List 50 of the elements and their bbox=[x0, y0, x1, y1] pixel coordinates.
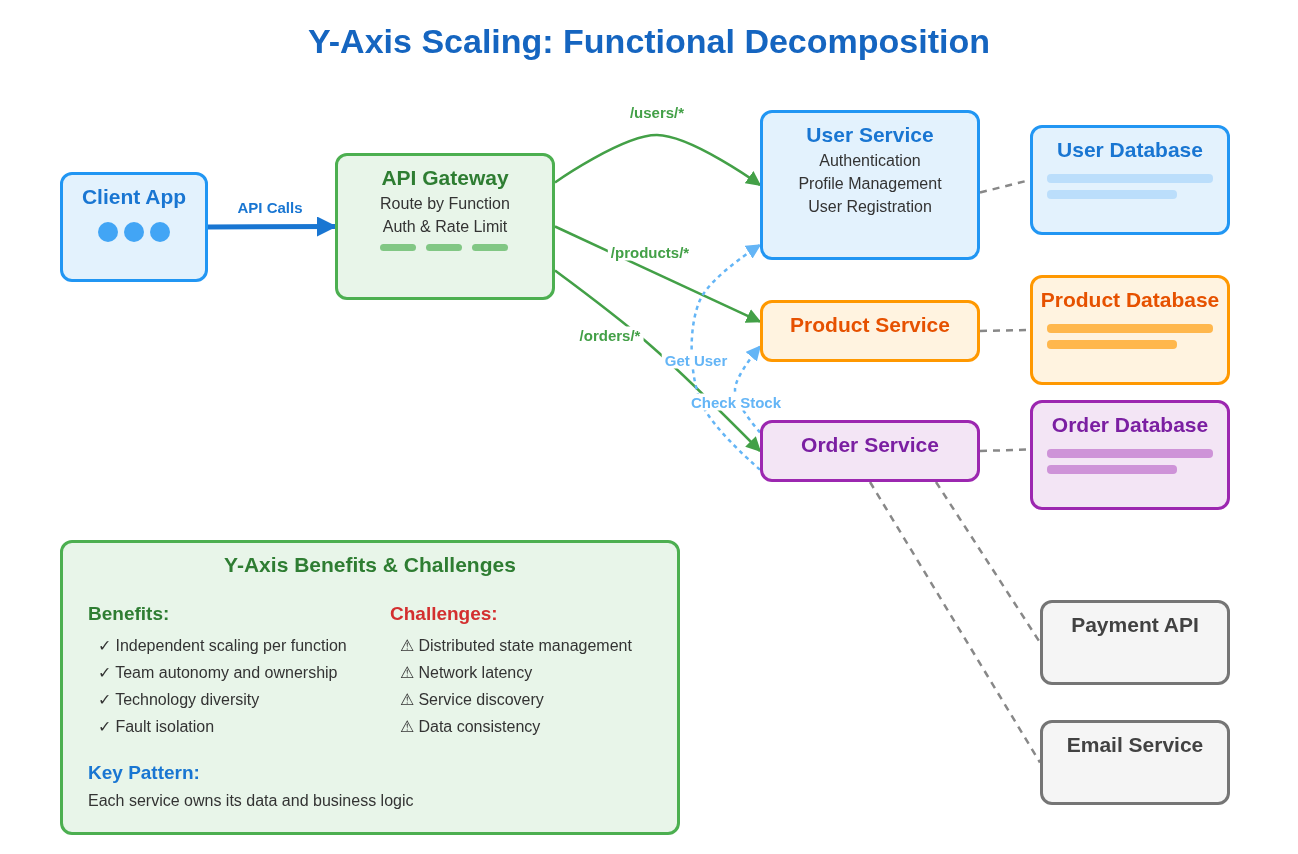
node-text: User Registration bbox=[808, 198, 932, 216]
note-text: ⚠ Data consistency bbox=[400, 717, 541, 736]
edge-label: Get User bbox=[661, 351, 731, 369]
gateway-box bbox=[335, 153, 555, 300]
node-title: Order Service bbox=[801, 433, 939, 457]
note-text: ✓ Independent scaling per function bbox=[98, 636, 347, 655]
external-service-box bbox=[1040, 720, 1230, 805]
note-text: ✓ Team autonomy and ownership bbox=[98, 663, 338, 682]
node-text: Route by Function bbox=[380, 195, 510, 213]
node-text: Auth & Rate Limit bbox=[382, 218, 508, 236]
database-box bbox=[1030, 275, 1230, 385]
arrow bbox=[554, 225, 762, 323]
dashed-connector bbox=[690, 243, 762, 471]
section-heading: Challenges: bbox=[390, 603, 498, 625]
edge-label: Check Stock bbox=[688, 393, 784, 411]
node-title: API Gateway bbox=[381, 166, 509, 190]
note-text: ⚠ Distributed state management bbox=[400, 636, 632, 655]
note-text: ✓ Technology diversity bbox=[98, 690, 260, 709]
node-text: Profile Management bbox=[798, 175, 942, 193]
dashed-connector bbox=[733, 345, 761, 434]
node-title: User Service bbox=[806, 123, 934, 147]
node-title: Order Database bbox=[1051, 413, 1209, 437]
node-title: Payment API bbox=[1071, 613, 1199, 637]
info-panel bbox=[60, 540, 680, 835]
dashed-connector bbox=[868, 481, 1042, 764]
service-box bbox=[760, 300, 980, 362]
node-title: Product Service bbox=[790, 313, 950, 337]
note-text: ⚠ Service discovery bbox=[400, 690, 544, 709]
note-text: Each service owns its data and business logic bbox=[88, 792, 414, 810]
database-box bbox=[1030, 400, 1230, 510]
external-service-box bbox=[1040, 600, 1230, 685]
section-heading: Key Pattern: bbox=[88, 762, 200, 784]
client-box bbox=[60, 172, 208, 282]
node-title: User Database bbox=[1057, 138, 1203, 162]
node-text: Authentication bbox=[819, 152, 921, 170]
node-title: Product Database bbox=[1040, 288, 1220, 312]
section-heading: Benefits: bbox=[88, 603, 170, 625]
dashed-connector bbox=[934, 481, 1042, 644]
node-title: Email Service bbox=[1066, 733, 1204, 757]
arrow bbox=[554, 133, 762, 187]
database-box bbox=[1030, 125, 1230, 235]
note-text: ✓ Fault isolation bbox=[98, 717, 215, 736]
arrow bbox=[208, 216, 337, 237]
node-title: Y-Axis Benefits & Challenges bbox=[224, 553, 516, 577]
service-box bbox=[760, 420, 980, 482]
service-box bbox=[760, 110, 980, 260]
note-text: ⚠ Network latency bbox=[400, 663, 533, 682]
node-title: Client App bbox=[81, 185, 187, 209]
edge-label: /orders/* bbox=[576, 326, 644, 344]
diagram-title: Y-Axis Scaling: Functional Decomposition bbox=[307, 22, 991, 61]
